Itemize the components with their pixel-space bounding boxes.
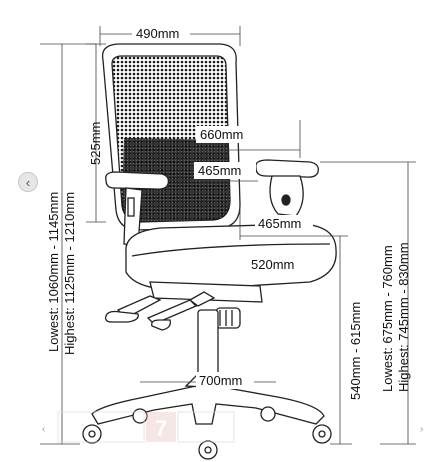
seat-mechanism: [149, 281, 263, 303]
label-overall-height-highest: Highest: 1125mm - 1210mm: [62, 192, 77, 355]
castor-wheels: [82, 406, 332, 460]
svg-text:7: 7: [155, 416, 167, 441]
label-seat-depth: 520mm: [251, 257, 294, 272]
label-arm-spread-inner: 465mm: [198, 163, 241, 178]
label-arm-height-highest: Highest: 745mm - 830mm: [396, 242, 411, 392]
chevron-left-icon[interactable]: ‹: [18, 172, 38, 192]
label-seat-back-width: 490mm: [136, 26, 179, 41]
chair-base: [91, 385, 325, 425]
label-overall-height-lowest: Lowest: 1060mm - 1145mm: [46, 192, 61, 352]
label-seat-height: 540mm - 615mm: [348, 302, 363, 400]
gas-lift-cylinder: [197, 309, 219, 381]
watermark-logo: 7: [57, 411, 235, 443]
label-arm-spread-outer: 660mm: [200, 127, 243, 142]
left-armrest-pad: [105, 171, 170, 190]
caret-right-icon[interactable]: ›: [420, 424, 424, 435]
label-seat-width: 465mm: [258, 216, 301, 231]
label-base-diameter: 700mm: [199, 373, 242, 388]
right-armrest-pad: [255, 159, 319, 178]
label-back-height: 525mm: [88, 122, 103, 165]
caret-left-icon[interactable]: ‹: [42, 424, 46, 435]
dimension-labels: 490mm 525mm 660mm 465mm 465mm 520mm 700m…: [46, 25, 411, 400]
chair-lumbar-support: [122, 138, 230, 222]
chair-illustration: [82, 43, 337, 460]
label-arm-height-lowest: Lowest: 675mm - 760mm: [380, 245, 395, 392]
